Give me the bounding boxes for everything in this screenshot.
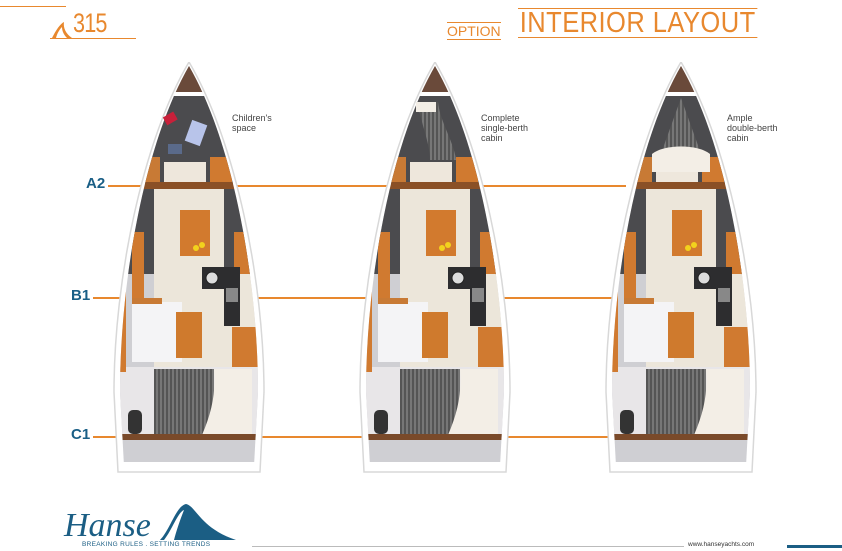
layout-children-space [112, 62, 266, 474]
note-line: Children's [232, 113, 272, 123]
note-line: Complete [481, 113, 520, 123]
page-title: INTERIOR LAYOUT [518, 7, 758, 39]
forward-cabin-children [162, 111, 208, 154]
layout-note-children: Children's space [232, 113, 272, 133]
forward-cabin-double-berth [652, 98, 710, 172]
level-label-b1: B1 [71, 287, 91, 304]
level-line-c1 [93, 436, 626, 438]
note-line: double-berth [727, 123, 778, 133]
layout-double-berth [604, 62, 758, 474]
note-line: space [232, 123, 257, 133]
brand-tagline: BREAKING RULES . SETTING TRENDS [82, 541, 211, 548]
level-line-a2 [108, 185, 626, 187]
hanse-wave-icon [52, 22, 72, 38]
level-line-b1 [93, 297, 626, 299]
footer-rule [252, 546, 684, 547]
note-line: Ample [727, 113, 753, 123]
website-link[interactable]: www.hanseyachts.com [688, 541, 755, 548]
note-line: cabin [481, 133, 503, 143]
note-line: cabin [727, 133, 749, 143]
layout-single-berth [358, 62, 512, 474]
model-number: 315 [73, 8, 107, 38]
footer-bar [787, 545, 842, 548]
level-label-c1: C1 [71, 426, 91, 443]
forward-cabin-single-berth [416, 102, 456, 160]
model-rule [50, 38, 136, 39]
header-rule [0, 6, 66, 7]
svg-text:Hanse: Hanse [63, 507, 151, 542]
note-line: single-berth [481, 123, 529, 133]
layout-note-single: Complete single-berth cabin [481, 113, 528, 143]
option-label: OPTION [447, 22, 501, 40]
hanse-logo: Hanse [63, 504, 236, 542]
level-label-a2: A2 [86, 175, 106, 192]
layout-note-double: Ample double-berth cabin [727, 113, 778, 143]
